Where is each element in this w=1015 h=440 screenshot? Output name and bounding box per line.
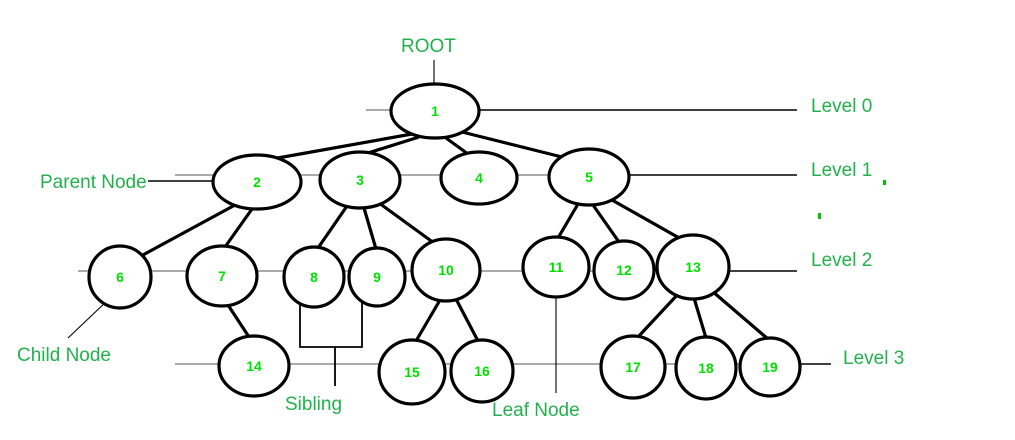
tree-node-11[interactable]: 11	[521, 235, 591, 299]
annotation-label-root: ROOT	[401, 36, 456, 57]
level-label-0: Level 0	[811, 96, 872, 117]
node-label-8: 8	[310, 269, 318, 285]
annotation-label-sibling: Sibling	[285, 394, 342, 415]
node-label-4: 4	[475, 170, 483, 186]
annotation-pointers-group	[67, 60, 557, 393]
node-label-17: 17	[625, 359, 641, 375]
annotation-label-leaf-node: Leaf Node	[492, 400, 580, 421]
node-circle-6	[87, 244, 153, 310]
node-label-10: 10	[438, 262, 454, 278]
tree-node-6[interactable]: 6	[87, 244, 153, 310]
node-label-5: 5	[585, 169, 593, 185]
tree-node-8[interactable]: 8	[282, 245, 346, 309]
node-circle-9	[347, 246, 407, 308]
node-label-12: 12	[616, 262, 632, 278]
tree-node-12[interactable]: 12	[592, 239, 656, 301]
tree-edges-group	[140, 130, 770, 342]
edge-n13-n17	[636, 291, 681, 339]
node-circle-5	[547, 147, 631, 207]
tree-node-3[interactable]: 3	[318, 150, 402, 210]
tree-node-17[interactable]: 17	[599, 334, 667, 400]
tree-node-13[interactable]: 13	[655, 233, 731, 301]
annotation-label-parent-node: Parent Node	[40, 172, 147, 193]
node-label-2: 2	[253, 174, 261, 190]
tree-node-14[interactable]: 14	[217, 334, 291, 398]
edge-n10-n16	[454, 298, 480, 342]
tree-node-9[interactable]: 9	[347, 246, 407, 308]
tree-node-10[interactable]: 10	[410, 237, 482, 303]
node-circle-4	[439, 150, 519, 206]
node-circle-10	[410, 237, 482, 303]
node-circle-19	[738, 336, 802, 398]
tree-node-18[interactable]: 18	[674, 335, 738, 401]
tree-node-5[interactable]: 5	[547, 147, 631, 207]
level-lines-group	[78, 109, 831, 365]
node-label-15: 15	[404, 364, 420, 380]
node-label-16: 16	[474, 363, 490, 379]
tree-node-16[interactable]: 16	[449, 338, 515, 404]
edge-n2-n6	[140, 203, 236, 258]
edge-n5-n13	[611, 198, 682, 241]
edge-n1-n3	[367, 135, 420, 155]
node-label-14: 14	[246, 358, 262, 374]
edge-n3-n10	[378, 201, 435, 245]
node-circle-17	[599, 334, 667, 400]
node-circle-3	[318, 150, 402, 210]
node-circle-8	[282, 245, 346, 309]
tree-node-19[interactable]: 19	[738, 336, 802, 398]
edge-n13-n18	[692, 297, 708, 339]
stray-mark-1	[818, 213, 821, 219]
node-circle-15	[377, 338, 447, 406]
node-label-11: 11	[549, 259, 564, 275]
annotation-label-child-node: Child Node	[17, 345, 111, 366]
node-label-3: 3	[356, 172, 364, 188]
level-label-2: Level 2	[811, 250, 872, 271]
node-circle-16	[449, 338, 515, 404]
edge-n1-n2	[271, 132, 413, 161]
node-label-18: 18	[698, 360, 714, 376]
edge-n5-n12	[591, 204, 621, 243]
edge-n13-n19	[710, 289, 770, 341]
level-label-1: Level 1	[811, 160, 872, 181]
edge-n10-n15	[414, 299, 442, 342]
edge-n2-n7	[223, 208, 254, 248]
pointer-line-child-node	[67, 299, 109, 339]
tree-node-1[interactable]: 1	[389, 82, 481, 140]
tree-node-2[interactable]: 2	[211, 153, 303, 211]
node-circle-1	[389, 82, 481, 140]
node-label-6: 6	[116, 269, 124, 285]
node-circle-2	[211, 153, 303, 211]
stray-marks-group	[818, 180, 886, 219]
node-label-19: 19	[762, 359, 778, 375]
sibling-bracket	[299, 300, 363, 348]
tree-node-4[interactable]: 4	[439, 150, 519, 206]
node-label-13: 13	[685, 259, 701, 275]
edge-n5-n11	[556, 203, 580, 239]
edge-n3-n8	[316, 205, 349, 249]
tree-node-7[interactable]: 7	[185, 244, 259, 308]
node-circle-12	[592, 239, 656, 301]
stray-mark-0	[883, 180, 886, 185]
edge-n7-n14	[226, 304, 251, 338]
level-labels-group: Level 0 Level 1 Level 2 Level 3	[811, 96, 904, 369]
node-label-9: 9	[373, 269, 381, 285]
node-circle-7	[185, 244, 259, 308]
edge-n1-n5	[461, 130, 567, 160]
edge-n3-n9	[362, 207, 378, 250]
level-label-3: Level 3	[843, 348, 904, 369]
tree-node-15[interactable]: 15	[377, 338, 447, 406]
node-circle-18	[674, 335, 738, 401]
node-label-7: 7	[218, 268, 226, 284]
edge-n1-n4	[445, 136, 469, 156]
node-circle-13	[655, 233, 731, 301]
node-label-1: 1	[431, 103, 439, 119]
node-circle-11	[521, 235, 591, 299]
node-circle-14	[217, 334, 291, 398]
